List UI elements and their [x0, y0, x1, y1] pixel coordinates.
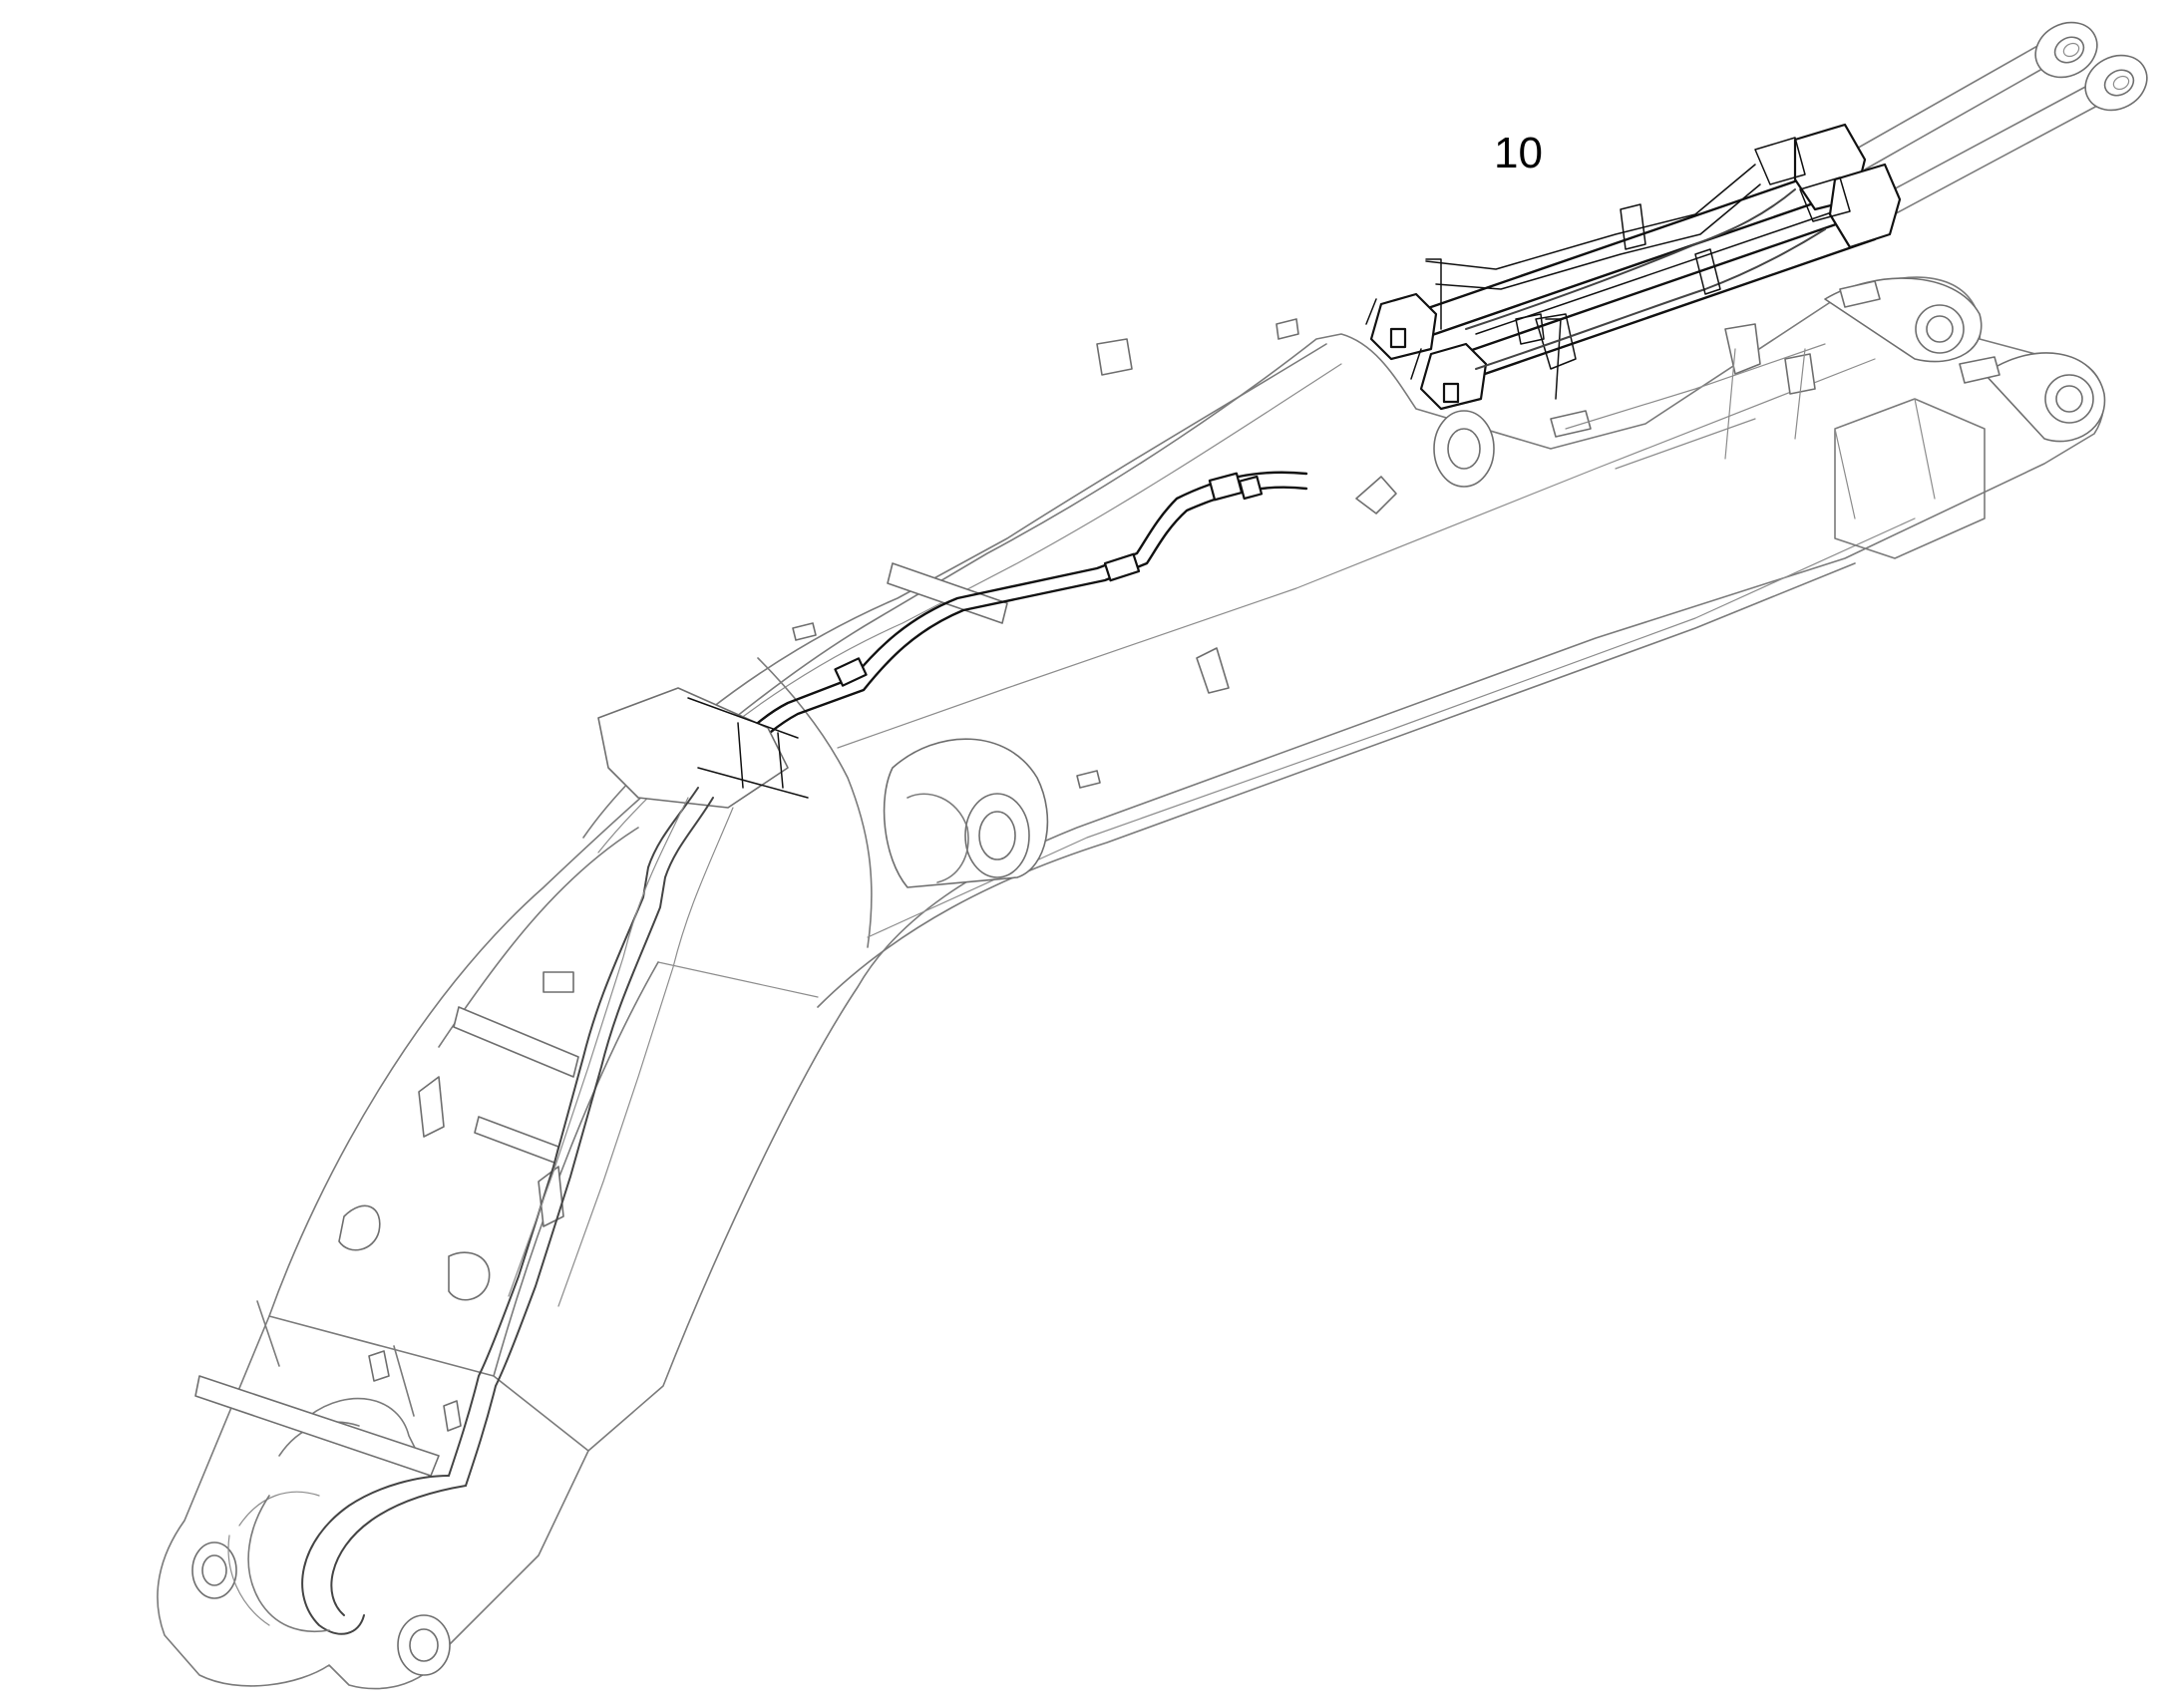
arm-end-box	[1834, 398, 1986, 559]
boom-plate	[1096, 338, 1133, 376]
cylinder-rod-lower	[1874, 84, 2100, 220]
boom-plate-2	[1275, 318, 1299, 340]
cylinder-base-brackets	[1365, 258, 1562, 411]
callout-label-10: 10	[1494, 129, 1543, 177]
cylinder-heads	[1754, 123, 1902, 249]
cylinder-hose-2	[1475, 228, 1826, 370]
twin-hydraulic-cylinder	[1365, 21, 2148, 411]
boom-front-face-edge	[657, 961, 819, 998]
cylinder-rod-eye-1	[2034, 21, 2098, 79]
cylinder-barrel-2	[1444, 212, 1877, 386]
boom-structure	[157, 276, 2106, 1690]
boom-foot-lugs	[191, 1397, 451, 1676]
hose-line-d	[465, 797, 714, 1487]
boom-side-ridge-2	[837, 358, 1876, 749]
boom-bottom-edge	[817, 562, 1856, 1008]
cylinder-rod-eye-2	[2084, 54, 2148, 112]
hydraulic-hose-routing	[227, 471, 1308, 1635]
hose-foot-loop	[301, 1475, 450, 1635]
boom-nose-boss	[1433, 410, 1495, 488]
hose-line-c	[448, 787, 699, 1477]
cylinder-rod-upper	[1854, 44, 2050, 171]
hose-junction-frame	[597, 687, 789, 809]
boom-brackets	[194, 280, 2000, 1477]
boom-deck-details	[1565, 343, 1826, 470]
cylinder-hose-1	[1465, 188, 1796, 330]
boom-pivot-boss	[883, 738, 1049, 888]
arm-nose-lugs	[1824, 277, 2106, 443]
boom-side-ridge	[757, 657, 873, 948]
cylinder-support-frame	[1425, 164, 1756, 270]
boom-outline	[157, 276, 2105, 1690]
cylinder-barrel-1	[1394, 172, 1827, 346]
